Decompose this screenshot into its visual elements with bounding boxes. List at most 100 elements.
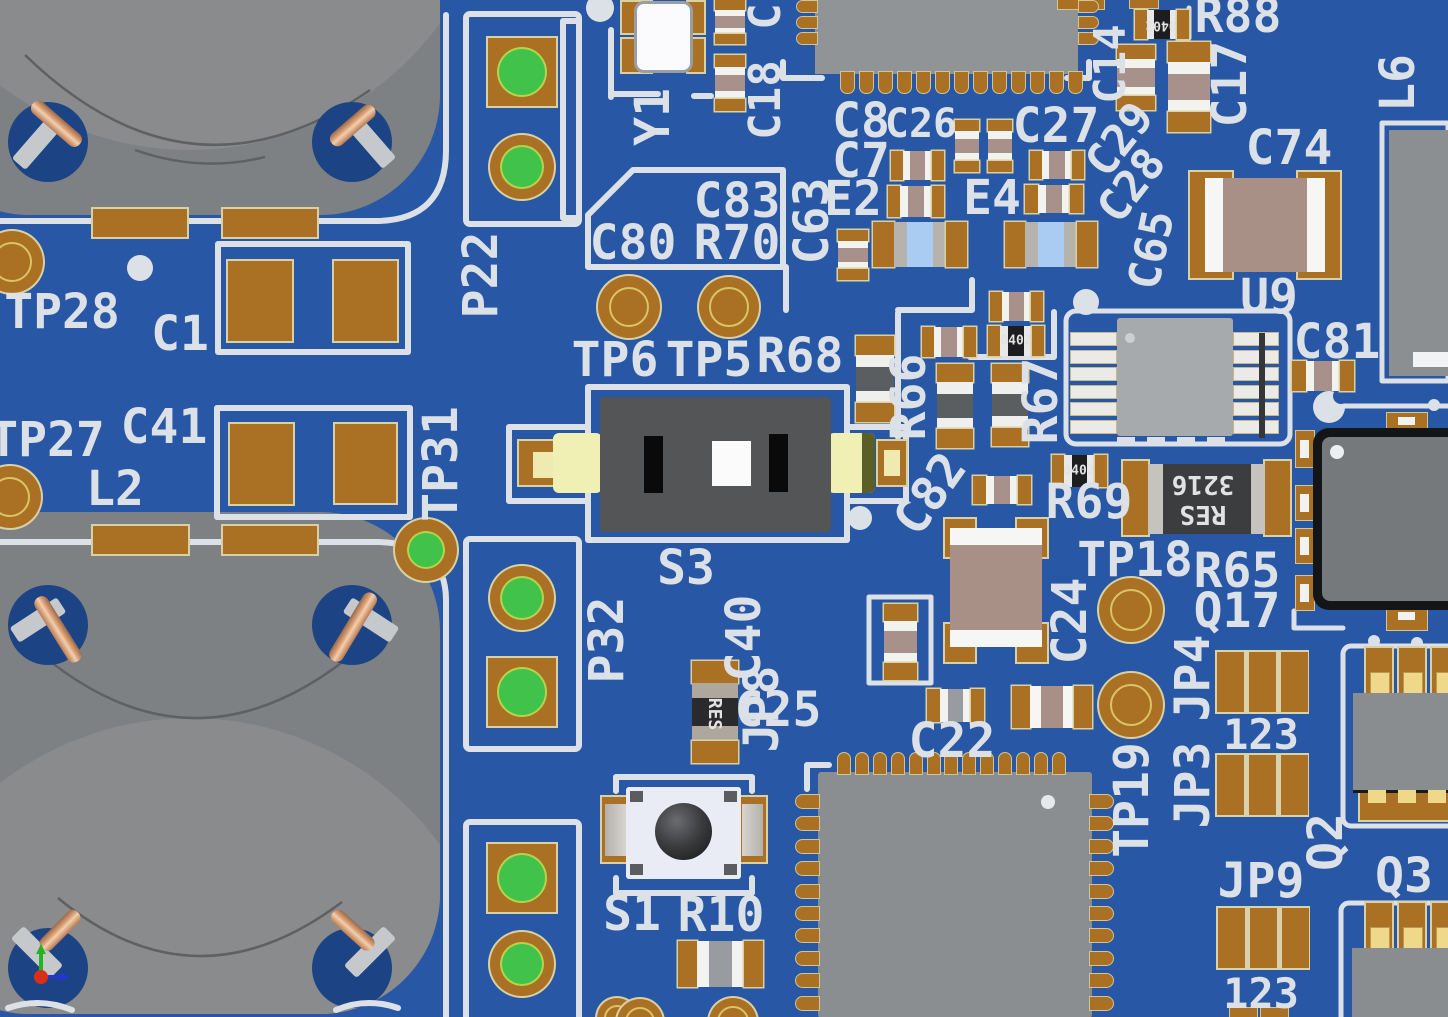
smd-body — [933, 327, 942, 357]
u9-body-dot — [1125, 333, 1135, 343]
silk-dot — [127, 255, 153, 281]
dark-ic-pad — [1387, 413, 1427, 430]
smd-body — [838, 241, 868, 248]
qfp-pin — [1090, 817, 1113, 830]
jp3-pads[interactable] — [1249, 755, 1276, 815]
jp3-pads[interactable] — [1217, 755, 1244, 815]
s1-plunger[interactable] — [655, 803, 712, 860]
test-point — [1099, 673, 1163, 737]
smd-pad — [692, 740, 738, 763]
smd-body — [715, 75, 745, 91]
smd-pad — [888, 186, 901, 217]
silkscreen-label-TP18: TP18 — [1077, 532, 1193, 588]
smd-pad — [1025, 185, 1038, 213]
q17-gold-pin — [1368, 790, 1386, 803]
s3-switch-body[interactable] — [600, 397, 831, 532]
q17-body — [1353, 693, 1448, 790]
dark-ic-pin1-dot — [1330, 445, 1344, 459]
top-ic-pin — [898, 72, 911, 93]
silkscreen-label-TP28: TP28 — [4, 284, 120, 340]
top-ic-pin — [1079, 1, 1098, 12]
jp9-pads[interactable] — [1282, 908, 1309, 968]
smd-pad — [744, 941, 763, 987]
s1-button-body[interactable] — [626, 787, 741, 879]
u9-pin — [1071, 351, 1116, 363]
smd-body — [692, 683, 738, 698]
jp4-pads[interactable] — [1217, 652, 1244, 712]
s3-actuator-right[interactable] — [828, 433, 875, 493]
smd-component-gray — [678, 941, 763, 987]
smd-pad — [1076, 222, 1097, 267]
qfp-pin — [1090, 952, 1113, 965]
qfp-pin — [1090, 885, 1113, 898]
silkscreen-label-TP19: TP19 — [1104, 742, 1160, 858]
qfp-pin — [796, 997, 819, 1010]
c41-pad — [230, 424, 293, 504]
jp9-pads[interactable] — [1218, 908, 1245, 968]
smd-body — [1146, 10, 1155, 39]
silkscreen-label-E2: E2 — [824, 171, 882, 227]
plated-hole-green — [502, 944, 542, 984]
smd-component-dark — [856, 336, 894, 422]
jp4-pads[interactable] — [1249, 652, 1276, 712]
smd-body — [1168, 61, 1210, 75]
smd-body — [1008, 326, 1024, 356]
jp3-pads[interactable] — [1281, 755, 1308, 815]
silkscreen-label-C25: C25 — [734, 682, 822, 738]
smd-body — [732, 941, 745, 987]
smd-pad — [988, 120, 1012, 132]
s1-contact — [742, 804, 763, 856]
jp4-pads[interactable] — [1281, 652, 1308, 712]
res3216-body — [1148, 464, 1265, 534]
u9-pin — [1234, 403, 1278, 415]
q17-gold-pin — [1428, 790, 1446, 803]
top-ic-pin — [1079, 33, 1098, 44]
smd-body — [910, 151, 925, 180]
u9-pin — [1234, 421, 1278, 433]
smd-pad — [1070, 185, 1083, 213]
smd-component-blue — [1005, 222, 1097, 267]
c1-pad — [334, 261, 397, 341]
silkscreen-label-Q2: Q2 — [1298, 813, 1354, 871]
silkscreen-label-C19: C19 — [740, 0, 791, 30]
smd-body — [988, 131, 1012, 139]
smd-body — [856, 366, 894, 392]
smd-pad — [873, 222, 894, 267]
qfp-pin — [856, 753, 868, 774]
res3216-pad — [1123, 461, 1148, 535]
smd-body — [924, 151, 933, 180]
smd-component-tan — [838, 230, 868, 280]
smd-body — [923, 186, 932, 217]
smd-body — [906, 222, 934, 267]
smd-body — [937, 394, 973, 418]
u9-pin-shadow — [1259, 333, 1265, 438]
dark-ic-pad-dash — [1300, 537, 1309, 555]
smd-body — [856, 354, 894, 367]
smd-body — [900, 186, 909, 217]
smd-pad — [1135, 10, 1147, 39]
smd-component-dark — [937, 364, 973, 448]
smd-pad — [715, 98, 745, 111]
plated-hole-green — [502, 147, 542, 187]
jp9-pads[interactable] — [1250, 908, 1277, 968]
plated-hole-green — [409, 533, 443, 567]
top-ic-pin — [879, 72, 892, 93]
s3-actuator-left[interactable] — [553, 433, 602, 493]
bottom-edge-pad — [1230, 1008, 1257, 1017]
smd-component-tan — [888, 186, 944, 217]
plated-hole-green — [499, 855, 545, 901]
qfp-pin — [1090, 974, 1113, 987]
smd-body — [1023, 326, 1032, 356]
silkscreen-label-R68: R68 — [756, 328, 844, 384]
s3-slider-knob[interactable] — [712, 441, 751, 486]
qfp-pin1-dot — [1041, 795, 1055, 809]
qfp-pin — [796, 862, 819, 875]
c74-body — [1205, 178, 1325, 272]
silkscreen-label-R67: R67 — [1013, 357, 1069, 445]
smd-pad — [1012, 686, 1030, 728]
u9-pin — [1071, 368, 1116, 380]
smd-body — [955, 131, 979, 139]
silkscreen-label-R65: R65 — [1193, 543, 1281, 599]
smd-body — [993, 476, 1011, 504]
